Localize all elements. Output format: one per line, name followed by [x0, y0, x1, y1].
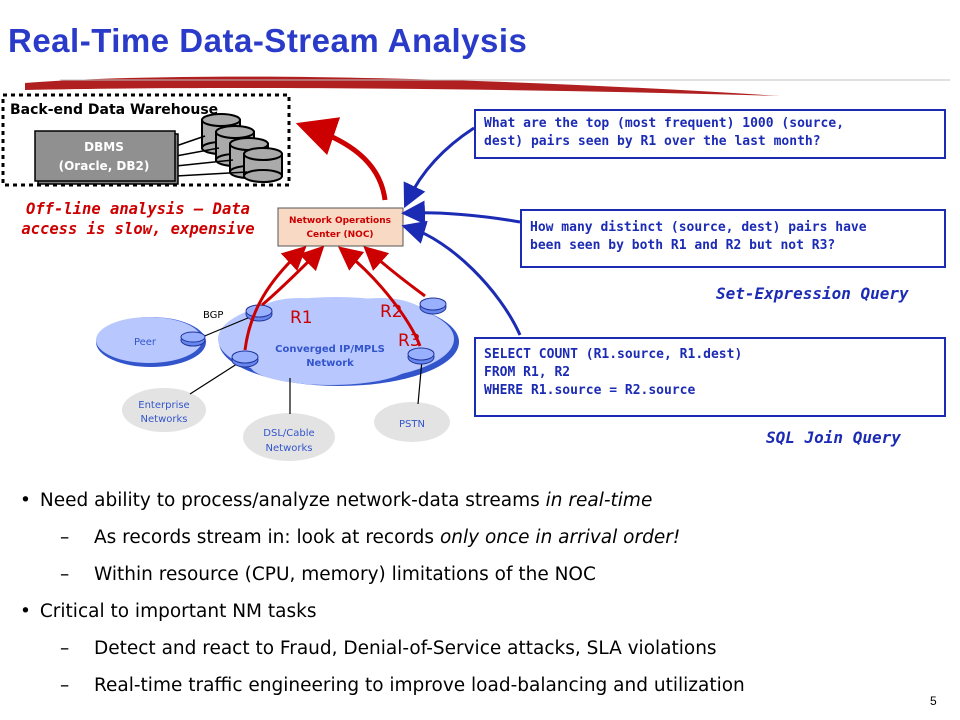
peer-cloud — [96, 317, 206, 367]
sub-bullet-2: –Within resource (CPU, memory) limitatio… — [60, 564, 596, 585]
set-expression-tag: Set-Expression Query — [716, 284, 909, 303]
core-cloud — [218, 297, 459, 386]
offline-note-line1: Off-line analysis – Data — [26, 200, 250, 218]
router-r2-label: R2 — [380, 302, 403, 322]
network-diagram: Back-end Data Warehouse DBMS (Oracle, DB… — [1, 76, 950, 461]
bullet-2: • Critical to important NM tasks — [20, 601, 317, 622]
router-icons — [180, 297, 447, 368]
sub-bullet-3: –Detect and react to Fraud, Denial-of-Se… — [60, 638, 717, 659]
sql-join-tag: SQL Join Query — [766, 428, 901, 447]
offline-note-line2: access is slow, expensive — [21, 220, 255, 238]
noc-box — [277, 207, 404, 247]
sub-bullet-1: –As records stream in: look at records o… — [60, 527, 681, 548]
warehouse-label: Back-end Data Warehouse — [10, 102, 218, 118]
dsl-label-1: DSL/Cable — [263, 428, 314, 439]
query-to-noc-arrows — [401, 126, 522, 336]
query-box-sql-join: SELECT COUNT (R1.source, R1.dest) FROM R… — [474, 337, 946, 417]
core-label-2: Network — [306, 358, 354, 369]
query-topk-line2: dest) pairs seen by R1 over the last mon… — [484, 134, 821, 149]
query-sql-line3: WHERE R1.source = R2.source — [484, 383, 696, 398]
peer-label: Peer — [134, 337, 157, 348]
query-box-topk: What are the top (most frequent) 1000 (s… — [474, 109, 946, 159]
dbms-label-2: (Oracle, DB2) — [59, 159, 150, 173]
dsl-label-2: Networks — [266, 443, 313, 454]
warehouse-box — [1, 93, 291, 187]
query-box-set-expression: How many distinct (source, dest) pairs h… — [520, 209, 946, 268]
bullet-list: • Need ability to process/analyze networ… — [20, 484, 920, 706]
query-sql-line2: FROM R1, R2 — [484, 365, 571, 380]
dbms-label-1: DBMS — [84, 140, 124, 154]
bgp-label: BGP — [203, 310, 223, 321]
title-brush-stroke — [25, 76, 950, 96]
query-set-line2: been seen by both R1 and R2 but not R3? — [530, 238, 836, 253]
database-cylinders — [201, 113, 283, 183]
noc-label-1: Network Operations — [289, 216, 391, 226]
router-r3-label: R3 — [398, 331, 421, 351]
offline-note: Off-line analysis – Data access is slow,… — [8, 199, 268, 239]
pstn-ellipse — [374, 402, 450, 442]
slide-title: Real-Time Data-Stream Analysis — [8, 22, 528, 59]
sub-bullet-4: –Real-time traffic engineering to improv… — [60, 675, 745, 696]
router-to-noc-arrows — [243, 245, 426, 351]
router-r1-label: R1 — [290, 308, 313, 328]
query-sql-line1: SELECT COUNT (R1.source, R1.dest) — [484, 347, 743, 362]
core-label-1: Converged IP/MPLS — [275, 344, 385, 355]
pstn-label: PSTN — [399, 419, 425, 430]
enterprise-label-2: Networks — [141, 414, 188, 425]
bullet-1: • Need ability to process/analyze networ… — [20, 490, 653, 511]
query-topk-line1: What are the top (most frequent) 1000 (s… — [484, 116, 845, 131]
query-set-line1: How many distinct (source, dest) pairs h… — [530, 220, 867, 235]
noc-to-warehouse-arrow — [295, 117, 388, 201]
noc-label-2: Center (NOC) — [306, 230, 373, 240]
enterprise-ellipse — [122, 388, 206, 432]
enterprise-label-1: Enterprise — [138, 400, 189, 411]
dsl-ellipse — [243, 413, 335, 461]
page-number: 5 — [930, 694, 937, 708]
